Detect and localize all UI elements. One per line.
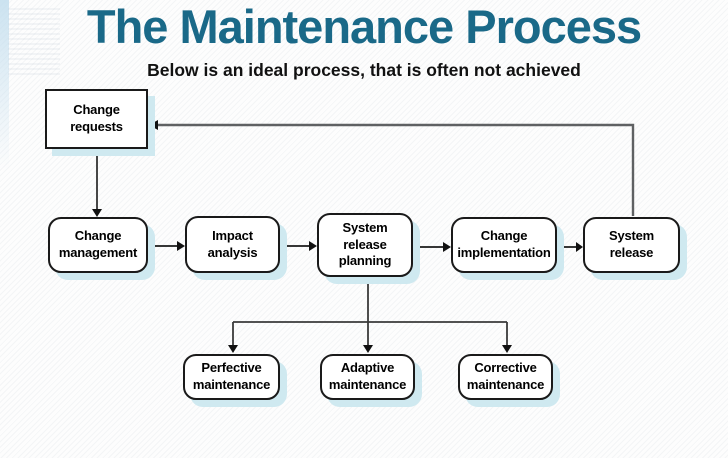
subtitle: Below is an ideal process, that is often… [147, 60, 581, 80]
node-perfective-maintenance: Perfective maintenance [183, 354, 280, 400]
connector-system-release-to-change-requests [149, 120, 635, 216]
node-change-implementation: Change implementation [451, 217, 557, 273]
page-title: The Maintenance Process [86, 0, 642, 53]
left-edge-gradient [0, 0, 9, 170]
node-corrective-maintenance: Corrective maintenance [458, 354, 553, 400]
node-system-release: System release [583, 217, 680, 273]
connector-system-release-planning-to-change-implementation [414, 242, 451, 252]
node-adaptive-maintenance: Adaptive maintenance [320, 354, 415, 400]
node-system-release-planning: System release planning [317, 213, 413, 277]
node-impact-analysis: Impact analysis [185, 216, 280, 273]
node-change-requests: Change requests [45, 89, 148, 149]
corner-texture [8, 8, 60, 78]
connector-change-implementation-to-system-release [558, 242, 583, 252]
node-change-management: Change management [48, 217, 148, 273]
connector-impact-analysis-to-system-release-planning [281, 241, 317, 251]
connector-change-management-to-impact-analysis [149, 241, 185, 251]
connector-planning-to-maintenance-branch [228, 277, 512, 353]
connector-change-requests-to-change-management [92, 156, 102, 217]
